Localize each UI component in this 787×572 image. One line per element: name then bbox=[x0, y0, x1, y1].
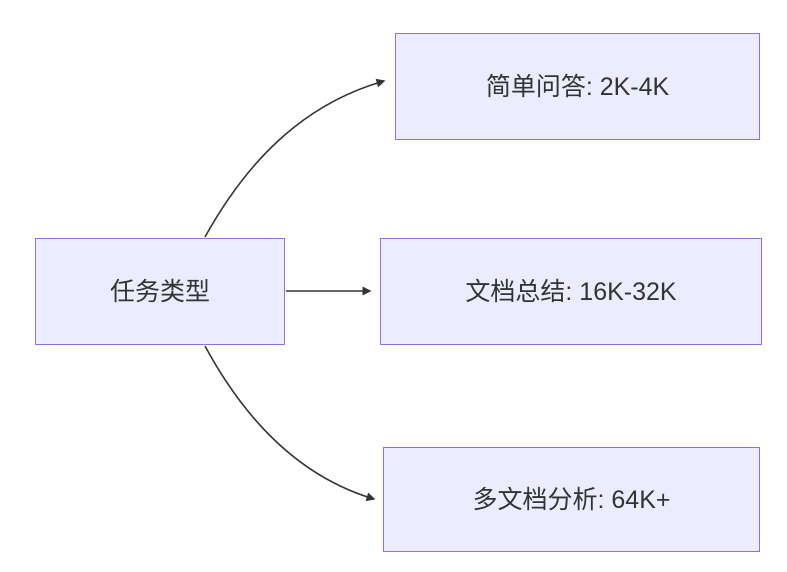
node-simple-qa-label: 简单问答: 2K-4K bbox=[485, 72, 670, 101]
edge-root-to-bottom bbox=[204, 345, 376, 502]
node-multi-doc: 多文档分析: 64K+ bbox=[383, 447, 760, 552]
node-task-type: 任务类型 bbox=[35, 238, 285, 345]
node-multi-doc-label: 多文档分析: 64K+ bbox=[472, 485, 671, 514]
node-doc-summary: 文档总结: 16K-32K bbox=[380, 238, 762, 345]
node-simple-qa: 简单问答: 2K-4K bbox=[395, 33, 760, 140]
node-doc-summary-label: 文档总结: 16K-32K bbox=[465, 277, 677, 306]
edge-root-to-top bbox=[204, 78, 386, 238]
node-task-type-label: 任务类型 bbox=[109, 277, 210, 306]
